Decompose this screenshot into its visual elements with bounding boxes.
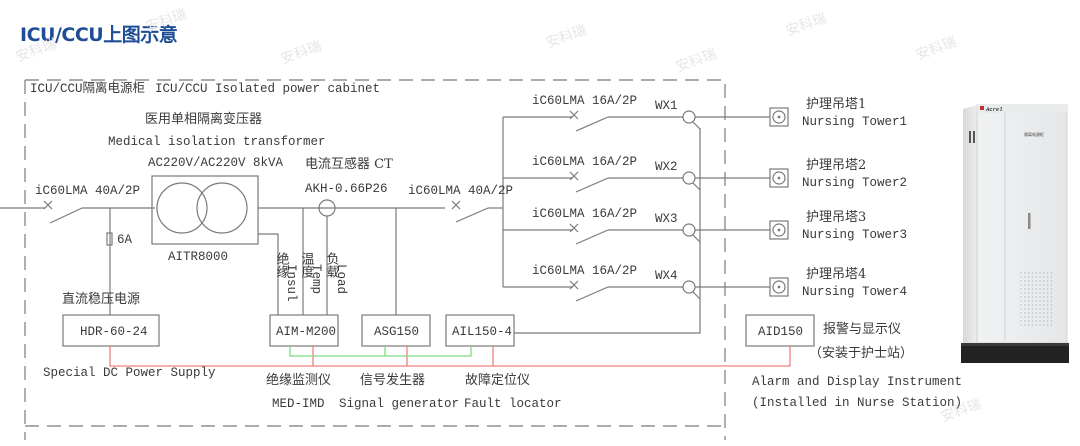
- aim-m200-model: AIM-M200: [276, 325, 336, 339]
- breaker-x-icon: [569, 110, 579, 120]
- tower-label-en: Nursing Tower4: [802, 285, 907, 299]
- dc-supply-box: [62, 314, 160, 347]
- signal-bus: [289, 346, 472, 357]
- tower-label-en: Nursing Tower2: [802, 176, 907, 190]
- branch-row: [503, 107, 789, 132]
- cabinet-boundary: [24, 79, 726, 440]
- tower-socket-icon: [769, 168, 789, 188]
- transformer-rating: AC220V/AC220V 8kVA: [148, 156, 284, 170]
- fuse-label: 6A: [117, 233, 133, 247]
- cabinet-plate: 隔离电源柜: [1024, 131, 1044, 138]
- svg-text:Insul: Insul: [284, 264, 298, 302]
- transformer-box: [151, 175, 259, 245]
- dc-supply-cn: 直流稳压电源: [62, 291, 140, 307]
- branch-breaker-label: iC60LMA 16A/2P: [532, 155, 637, 169]
- breaker-x-icon: [569, 171, 579, 181]
- asg150-model: ASG150: [374, 325, 419, 339]
- signal-insul-label: 绝缘 Insul: [274, 251, 299, 301]
- transformer-en: Medical isolation transformer: [108, 135, 326, 149]
- transformer-model: AITR8000: [168, 250, 228, 264]
- svg-text:Temp: Temp: [309, 264, 323, 294]
- ail150-cn: 故障定位仪: [465, 373, 530, 388]
- branch-ct-icon: [682, 110, 696, 124]
- tower-label-en: Nursing Tower3: [802, 228, 907, 242]
- out-breaker-label: iC60LMA 40A/2P: [408, 184, 513, 198]
- ail150-en: Fault locator: [464, 397, 562, 411]
- aid150-model: AID150: [758, 325, 803, 339]
- ct-model: AKH-0.66P26: [305, 182, 388, 196]
- branch-breaker-label: iC60LMA 16A/2P: [532, 94, 637, 108]
- page-title: ICU/CCU上图示意: [20, 24, 178, 46]
- asg150-en: Signal generator: [339, 397, 459, 411]
- asg150-box: [361, 314, 431, 347]
- svg-text:Load: Load: [334, 264, 348, 294]
- branch-ct-icon: [682, 223, 696, 237]
- tower-label-cn: 护理吊塔2: [806, 158, 866, 173]
- alarm-cn-note: （安装于护士站）: [809, 346, 913, 361]
- branch-ct-label: WX3: [655, 212, 678, 226]
- cabinet-label-cn: ICU/CCU隔离电源柜: [30, 80, 145, 96]
- tower-label-cn: 护理吊塔3: [806, 210, 866, 225]
- svg-text:绝缘: 绝缘: [274, 251, 290, 278]
- branch-ct-icon: [682, 280, 696, 294]
- main-breaker-label: iC60LMA 40A/2P: [35, 184, 140, 198]
- aim-m200-en: MED-IMD: [272, 397, 325, 411]
- ail150-model: AIL150-4: [452, 325, 512, 339]
- breaker-x-icon: [569, 280, 579, 290]
- branch-row: [503, 220, 789, 245]
- signal-temp-label: 温度 Temp: [299, 252, 324, 294]
- svg-text:温度: 温度: [299, 252, 315, 278]
- asg150-cn: 信号发生器: [360, 372, 425, 388]
- brand-logo: Acrel: [985, 106, 1003, 113]
- branch-ct-label: WX4: [655, 269, 678, 283]
- dc-supply-en: Special DC Power Supply: [43, 366, 216, 380]
- branch-breaker-label: iC60LMA 16A/2P: [532, 207, 637, 221]
- branch-ct-icon: [682, 171, 696, 185]
- isolation-cabinet-image: Acrel 隔离电源柜: [961, 104, 1069, 363]
- signal-load-label: 负载 Load: [324, 252, 349, 294]
- ail150-box: [445, 314, 515, 347]
- breaker-x-icon: [569, 223, 579, 233]
- branch-row: [503, 168, 789, 193]
- aim-m200-cn: 绝缘监测仪: [266, 372, 331, 388]
- tower-label-cn: 护理吊塔1: [806, 97, 866, 112]
- transformer-cn: 医用单相隔离变压器: [145, 111, 262, 127]
- branch-row: [503, 277, 789, 302]
- tower-socket-icon: [769, 107, 789, 127]
- ct-label-cn: 电流互感器 CT: [305, 156, 393, 172]
- tower-label-cn: 护理吊塔4: [806, 267, 866, 282]
- tower-socket-icon: [769, 277, 789, 297]
- alarm-en: Alarm and Display Instrument: [752, 375, 962, 389]
- alarm-cn: 报警与显示仪: [823, 321, 901, 337]
- aim-m200-box: [269, 314, 339, 347]
- branch-ct-label: WX1: [655, 99, 678, 113]
- branch-ct-label: WX2: [655, 160, 678, 174]
- alarm-en-note: (Installed in Nurse Station): [752, 396, 962, 410]
- dc-supply-model: HDR-60-24: [80, 325, 148, 339]
- tower-label-en: Nursing Tower1: [802, 115, 907, 129]
- tower-socket-icon: [769, 220, 789, 240]
- branch-breaker-label: iC60LMA 16A/2P: [532, 264, 637, 278]
- svg-text:负载: 负载: [324, 252, 340, 279]
- aid150-box: [745, 314, 815, 347]
- cabinet-label-en: ICU/CCU Isolated power cabinet: [155, 82, 380, 96]
